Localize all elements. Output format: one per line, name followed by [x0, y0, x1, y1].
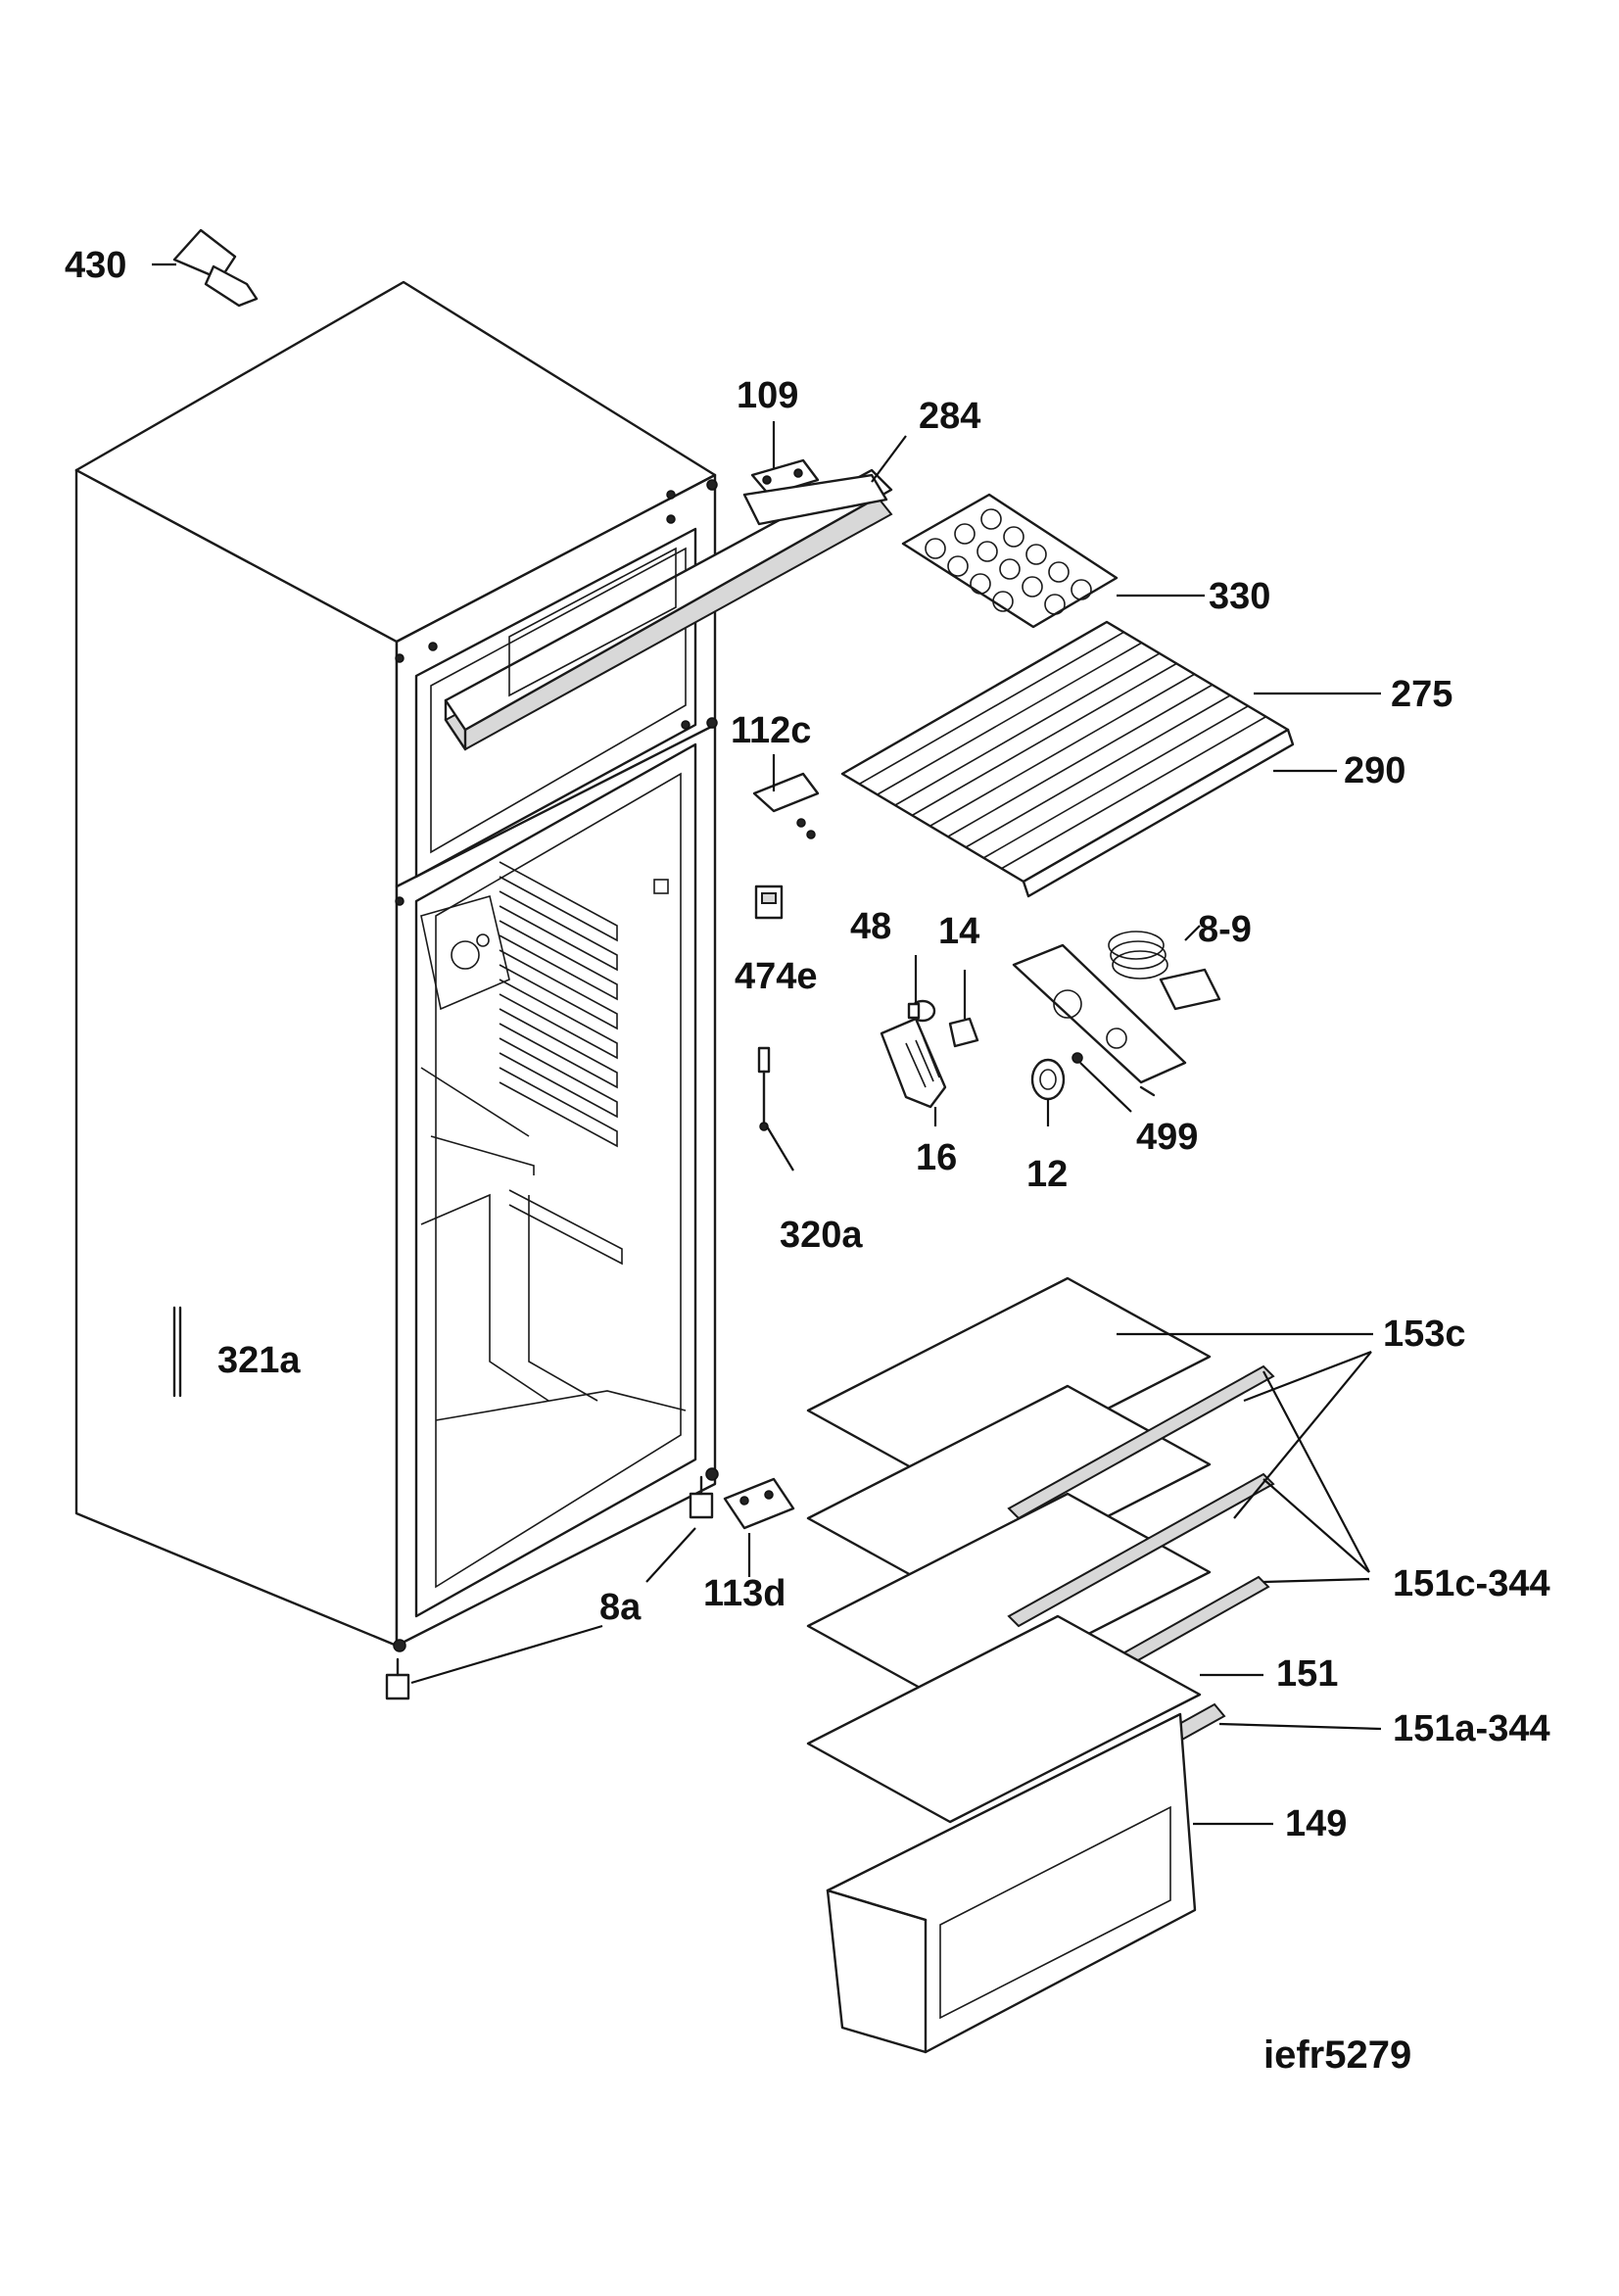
label-14: 14: [938, 911, 980, 952]
label-474e: 474e: [735, 956, 818, 997]
part-284-top-trim: [742, 473, 888, 526]
label-290: 290: [1344, 750, 1406, 791]
part-112c-bracket: [752, 772, 820, 839]
part-8a-feet: [385, 1475, 714, 1700]
label-284: 284: [919, 396, 981, 437]
part-109-top-hinge: [750, 458, 820, 497]
label-151: 151: [1276, 1653, 1339, 1695]
label-321a: 321a: [217, 1340, 301, 1381]
part-320a-sensor: [757, 1046, 771, 1131]
part-330-ice-tray: [901, 493, 1119, 629]
part-321a-strip: [172, 1306, 182, 1398]
part-430-scraper: [172, 228, 259, 308]
label-113d: 113d: [703, 1573, 786, 1614]
label-151a-344: 151a-344: [1393, 1708, 1550, 1749]
part-48-lamp: [907, 999, 936, 1023]
label-149: 149: [1285, 1803, 1348, 1844]
label-8-9: 8-9: [1198, 909, 1252, 950]
part-14-lamp-holder: [948, 1017, 979, 1048]
label-430: 430: [65, 245, 127, 286]
label-16: 16: [916, 1137, 958, 1178]
part-12-knob: [1030, 1058, 1066, 1101]
label-499: 499: [1136, 1117, 1199, 1158]
label-151c-344: 151c-344: [1393, 1563, 1550, 1604]
label-112c: 112c: [731, 710, 812, 751]
label-320a: 320a: [780, 1215, 863, 1256]
part-275-wire-shelf: [840, 620, 1290, 884]
part-153c-glass-shelves: [806, 1276, 1212, 1706]
label-275: 275: [1391, 674, 1453, 715]
part-474e-switch: [754, 885, 784, 920]
part-8-9-thermostat: [1012, 931, 1221, 1084]
part-113d-bottom-hinge: [723, 1477, 795, 1530]
diagram-reference-code: iefr5279: [1263, 2033, 1412, 2077]
inner-shelf-supports: [420, 861, 687, 1421]
part-290-shelf-strip: [1022, 728, 1295, 898]
leader-lines: [152, 263, 1382, 1826]
label-330: 330: [1209, 576, 1271, 617]
label-8a: 8a: [599, 1587, 642, 1628]
label-48: 48: [850, 906, 892, 947]
part-149-crisper-drawer: [826, 1712, 1197, 2054]
label-12: 12: [1026, 1154, 1069, 1195]
label-153c: 153c: [1383, 1314, 1466, 1355]
label-109: 109: [737, 375, 799, 416]
fridge-cabinet: [74, 280, 893, 1652]
part-16-cover: [880, 1017, 947, 1109]
part-151-glass: [806, 1614, 1202, 1824]
part-499-screw: [1071, 1052, 1156, 1097]
